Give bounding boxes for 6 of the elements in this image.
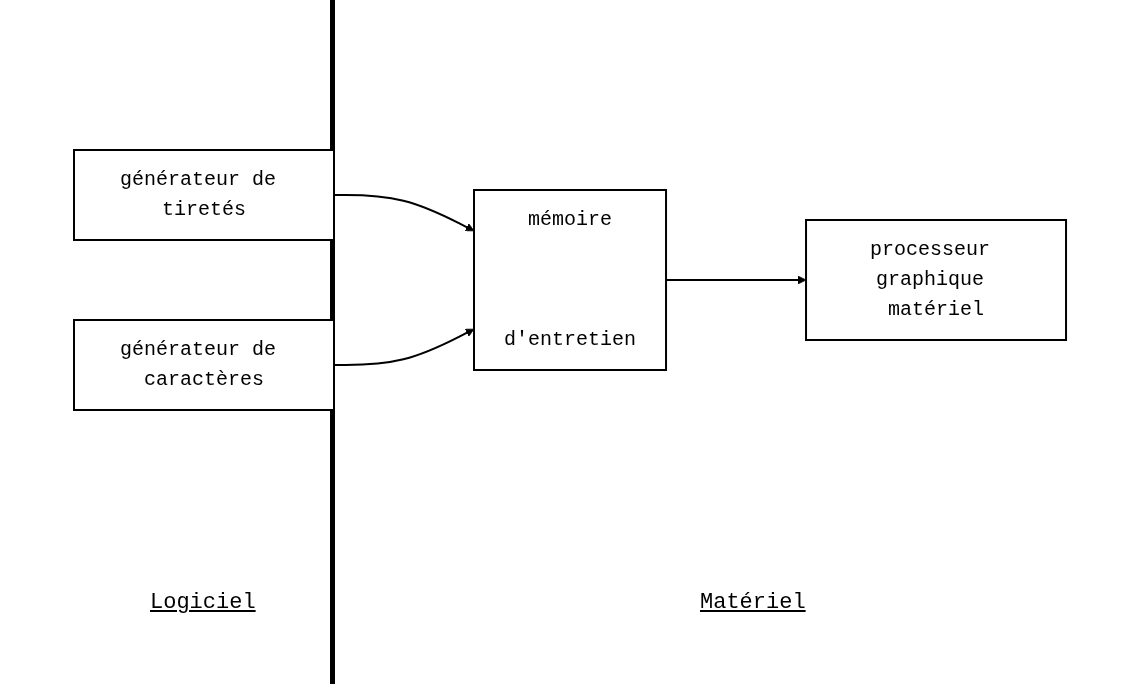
node-box: mémoire d'entretien	[473, 189, 667, 371]
node-box: processeur graphique matériel	[805, 219, 1067, 341]
node-box: générateur de caractères	[73, 319, 335, 411]
section-label: Matériel	[700, 590, 806, 615]
node-box: générateur de tiretés	[73, 149, 335, 241]
section-label: Logiciel	[150, 590, 256, 615]
